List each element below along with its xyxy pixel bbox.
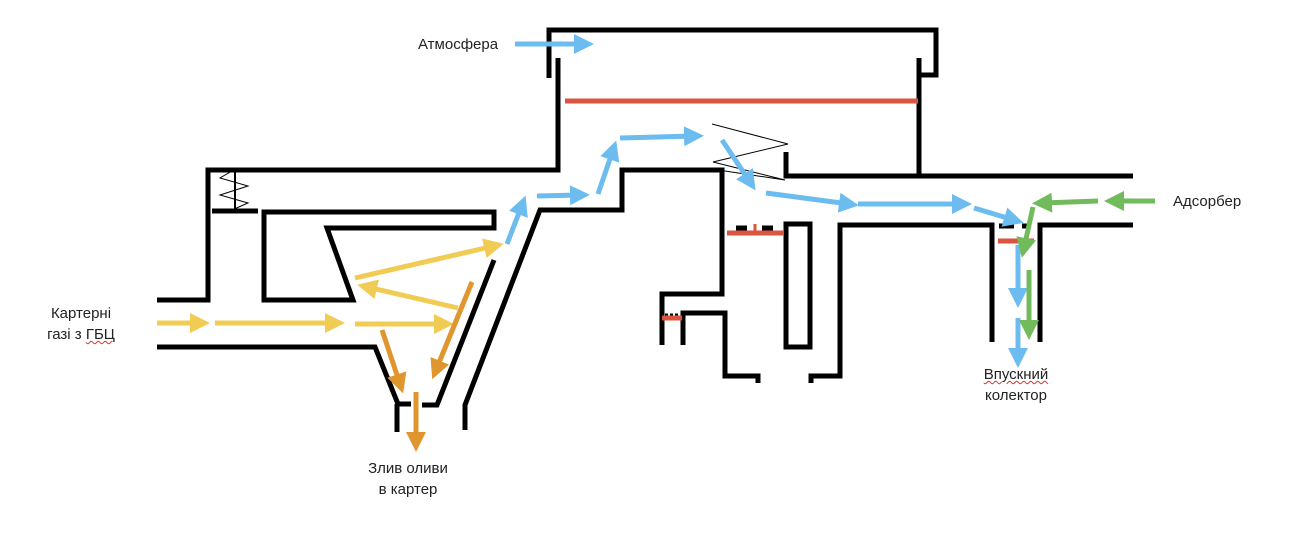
label-intake-line1: Впускний xyxy=(983,366,1049,383)
crankcase-gas-arrows xyxy=(157,238,504,334)
label-crankcase-gases: Картерні газі з ГБЦ xyxy=(36,303,126,345)
label-adsorber: Адсорбер xyxy=(1173,193,1242,210)
adsorber-flow-arrows xyxy=(1016,191,1155,340)
label-crankcase-gases-line1: Картерні xyxy=(50,305,112,322)
label-text: газі з xyxy=(47,326,86,343)
air-flow-arrows xyxy=(504,34,1028,368)
label-oil-drain: Злив оливи в картер xyxy=(358,458,458,500)
label-atmosphere: Атмосфера xyxy=(418,36,499,53)
housing-walls xyxy=(157,27,1133,432)
label-crankcase-gases-line2: газі з ГБЦ xyxy=(36,324,126,345)
label-text-gbc: ГБЦ xyxy=(85,326,115,343)
springs xyxy=(218,123,789,211)
label-intake-manifold: Впускний колектор xyxy=(966,364,1066,406)
label-oil-drain-line2: в картер xyxy=(378,481,438,498)
label-oil-drain-line1: Злив оливи xyxy=(368,460,448,477)
oil-flow-arrows xyxy=(379,281,475,452)
label-intake-line2: колектор xyxy=(985,387,1047,404)
diaphragms xyxy=(565,98,1034,321)
